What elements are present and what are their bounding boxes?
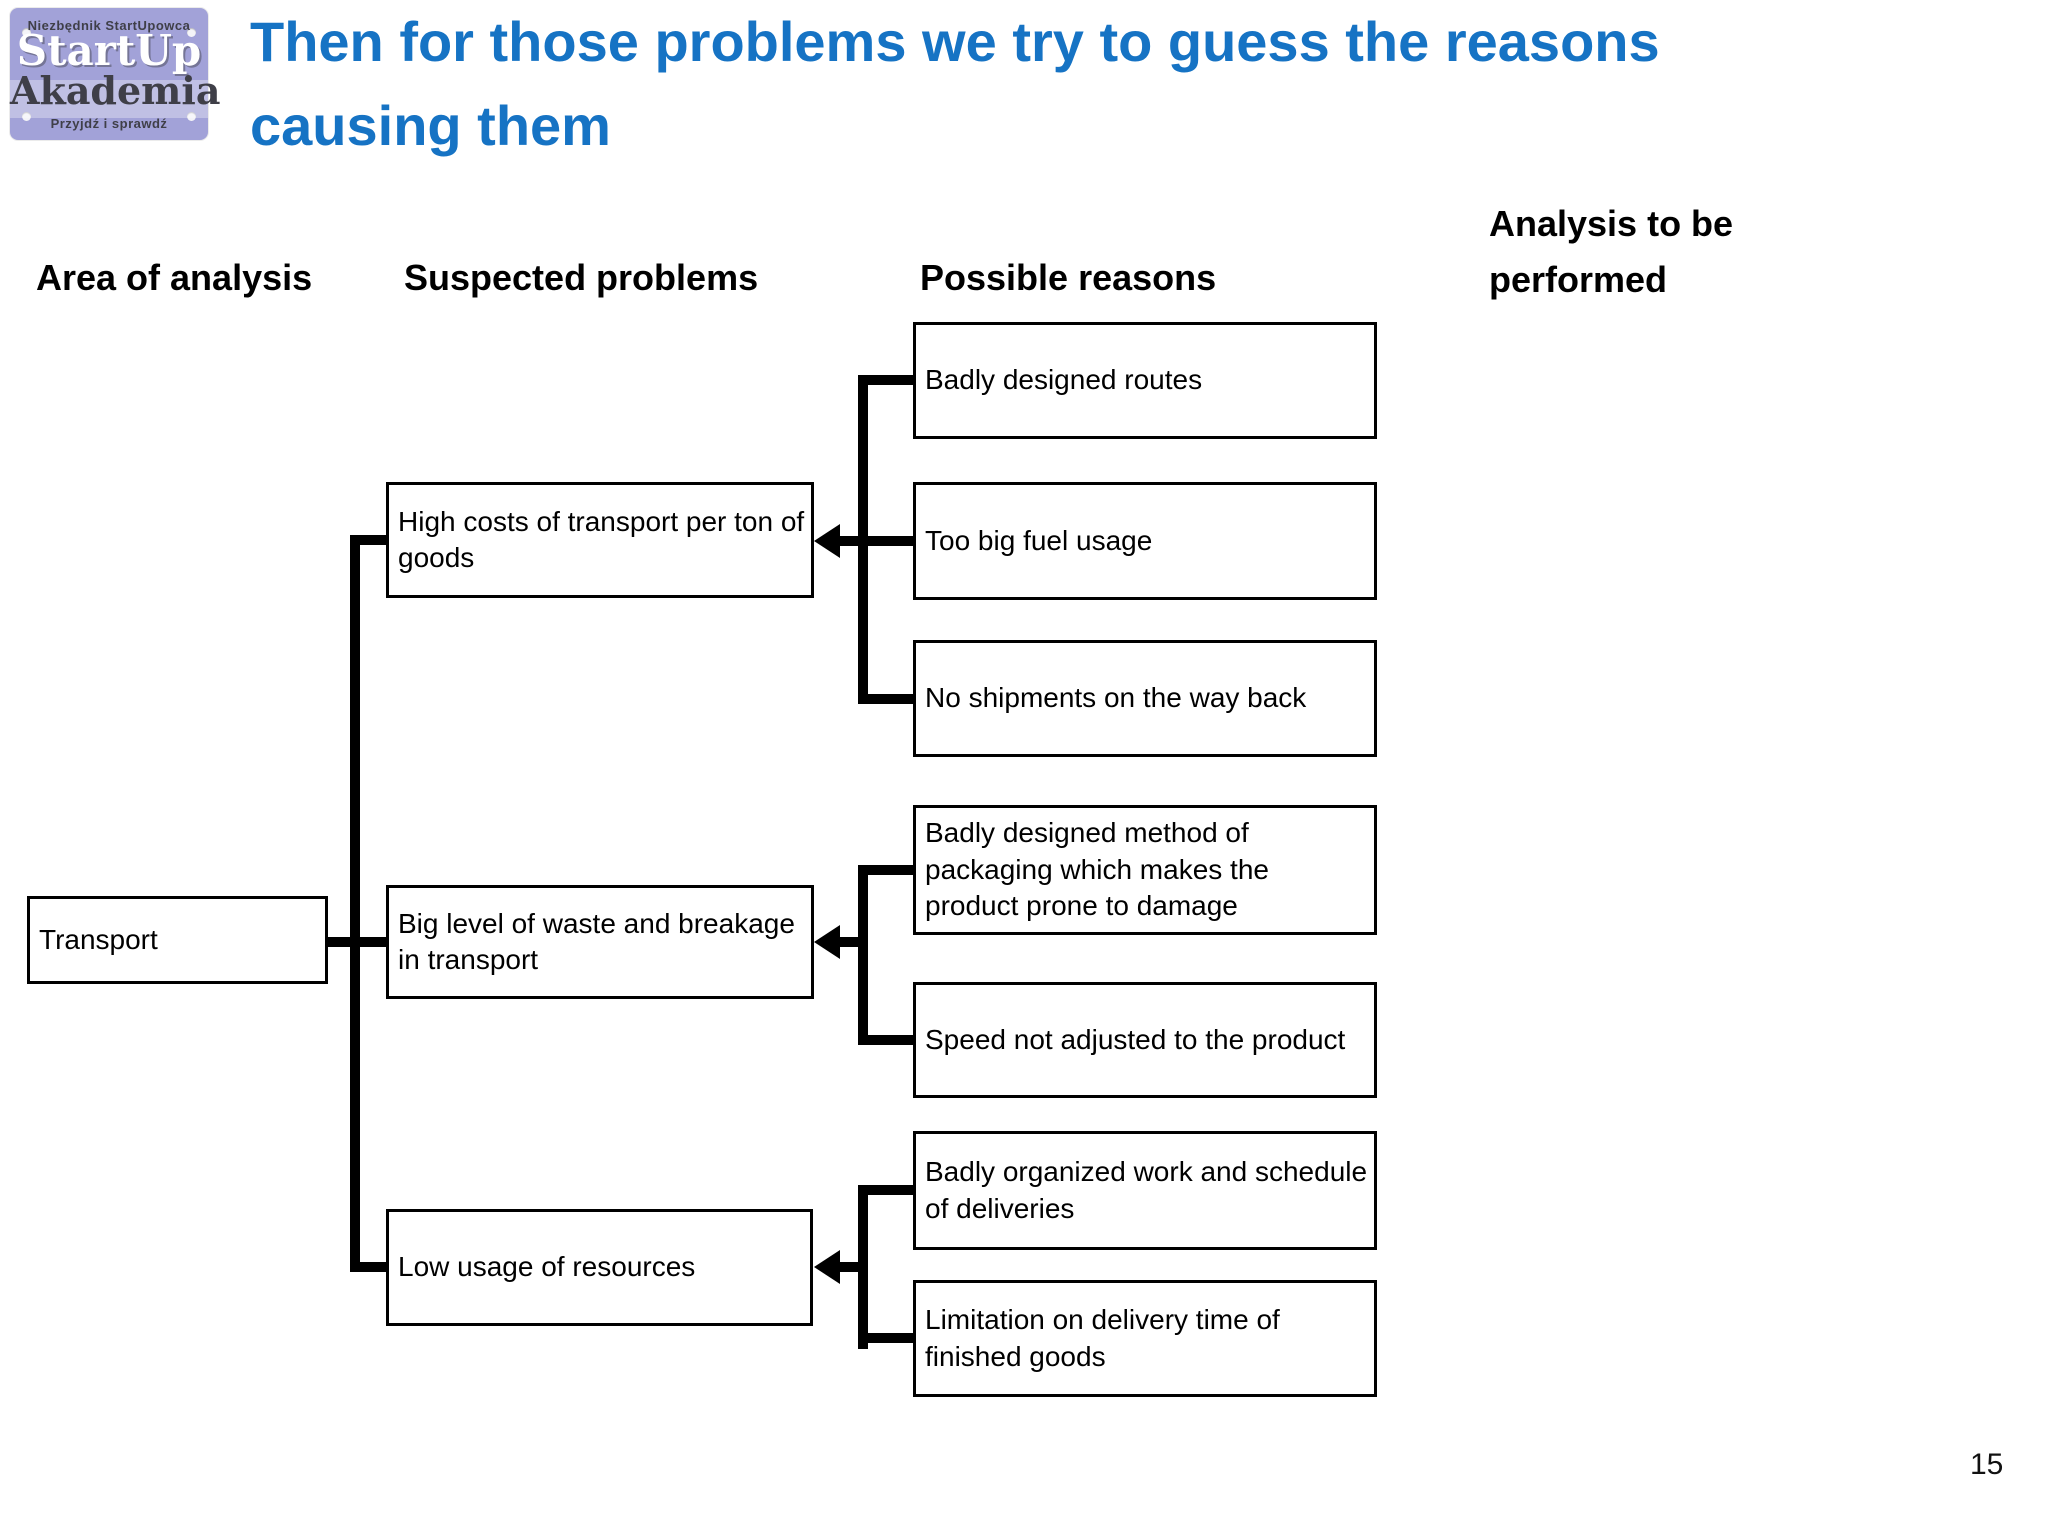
connector-group3-arrow-stub — [838, 1262, 868, 1272]
slide-title-line2: causing them — [250, 94, 611, 157]
connector-trunk-vertical — [350, 535, 360, 1272]
reason-box-speed-not-adjusted: Speed not adjusted to the product — [913, 982, 1377, 1098]
area-label: Transport — [39, 923, 158, 955]
reason-label: No shipments on the way back — [925, 682, 1307, 714]
column-header-analysis-to-be-performed: Analysis to be performed — [1489, 203, 1734, 300]
logo-screw-icon — [22, 112, 31, 121]
logo-title-akademia: Akademia — [10, 68, 221, 113]
reason-box-no-shipments-back: No shipments on the way back — [913, 640, 1377, 757]
column-header-suspected-problems: Suspected problems — [404, 257, 759, 298]
problem-box-high-costs: High costs of transport per ton of goods — [386, 482, 814, 598]
page-number: 15 — [1970, 1448, 2004, 1481]
connector-group2-bracket — [858, 865, 868, 1045]
reason-box-badly-designed-routes: Badly designed routes — [913, 322, 1377, 439]
arrow-left-icon — [814, 925, 840, 959]
reason-label: Too big fuel usage — [925, 524, 1153, 556]
reason-label: Speed not adjusted to the product — [925, 1023, 1346, 1055]
logo-screw-icon — [187, 112, 196, 121]
column-header-area-of-analysis: Area of analysis — [36, 257, 313, 298]
reason-label: Badly organized work and schedule of del… — [925, 1156, 1368, 1224]
reason-label: Limitation on delivery time of finished … — [925, 1304, 1280, 1372]
connector-group1-stub-middle — [838, 536, 913, 546]
connector-transport-to-problem2 — [328, 937, 387, 947]
startup-akademia-logo: Niezbędnik StartUpowca StartUp Akademia … — [10, 8, 221, 140]
logo-tagline-top: Niezbędnik StartUpowca — [27, 18, 191, 33]
connector-group1-stub-bottom — [866, 694, 913, 704]
logo-screw-icon — [22, 28, 31, 37]
problem-label: High costs of transport per ton of goods — [398, 505, 805, 573]
problem-box-waste-breakage: Big level of waste and breakage in trans… — [386, 885, 814, 999]
arrow-left-icon — [814, 524, 840, 558]
reason-label: Badly designed routes — [925, 364, 1203, 396]
connector-group2-arrow-stub — [838, 937, 868, 947]
reason-box-fuel-usage: Too big fuel usage — [913, 482, 1377, 600]
problem-label: Big level of waste and breakage in trans… — [398, 907, 795, 975]
logo-title-startup: StartUp — [16, 26, 202, 75]
connector-group1-stub-top — [866, 375, 913, 385]
connector-trunk-to-problem3 — [350, 1262, 386, 1272]
connector-group2-stub-top — [866, 865, 913, 875]
arrow-left-icon — [814, 1250, 840, 1284]
slide-title-line1: Then for those problems we try to guess … — [250, 10, 1660, 73]
reason-box-badly-organized-work: Badly organized work and schedule of del… — [913, 1131, 1377, 1250]
connector-group3-stub-top — [866, 1185, 913, 1195]
connector-group2-stub-bottom — [866, 1035, 913, 1045]
problem-box-low-usage: Low usage of resources — [386, 1209, 813, 1326]
slide-title: Then for those problems we try to guess … — [250, 0, 1970, 168]
reason-label: Badly designed method of packaging which… — [925, 817, 1269, 922]
reason-box-delivery-time-limitation: Limitation on delivery time of finished … — [913, 1280, 1377, 1397]
connector-trunk-to-problem1 — [350, 535, 386, 545]
area-box-transport: Transport — [27, 896, 328, 984]
logo-tagline-bottom: Przyjdź i sprawdź — [50, 116, 168, 131]
reason-box-packaging-method: Badly designed method of packaging which… — [913, 805, 1377, 935]
column-header-possible-reasons: Possible reasons — [920, 257, 1217, 298]
logo-band — [10, 80, 208, 118]
problem-label: Low usage of resources — [398, 1251, 696, 1283]
connector-group3-stub-bottom — [866, 1333, 913, 1343]
logo-screw-icon — [187, 28, 196, 37]
